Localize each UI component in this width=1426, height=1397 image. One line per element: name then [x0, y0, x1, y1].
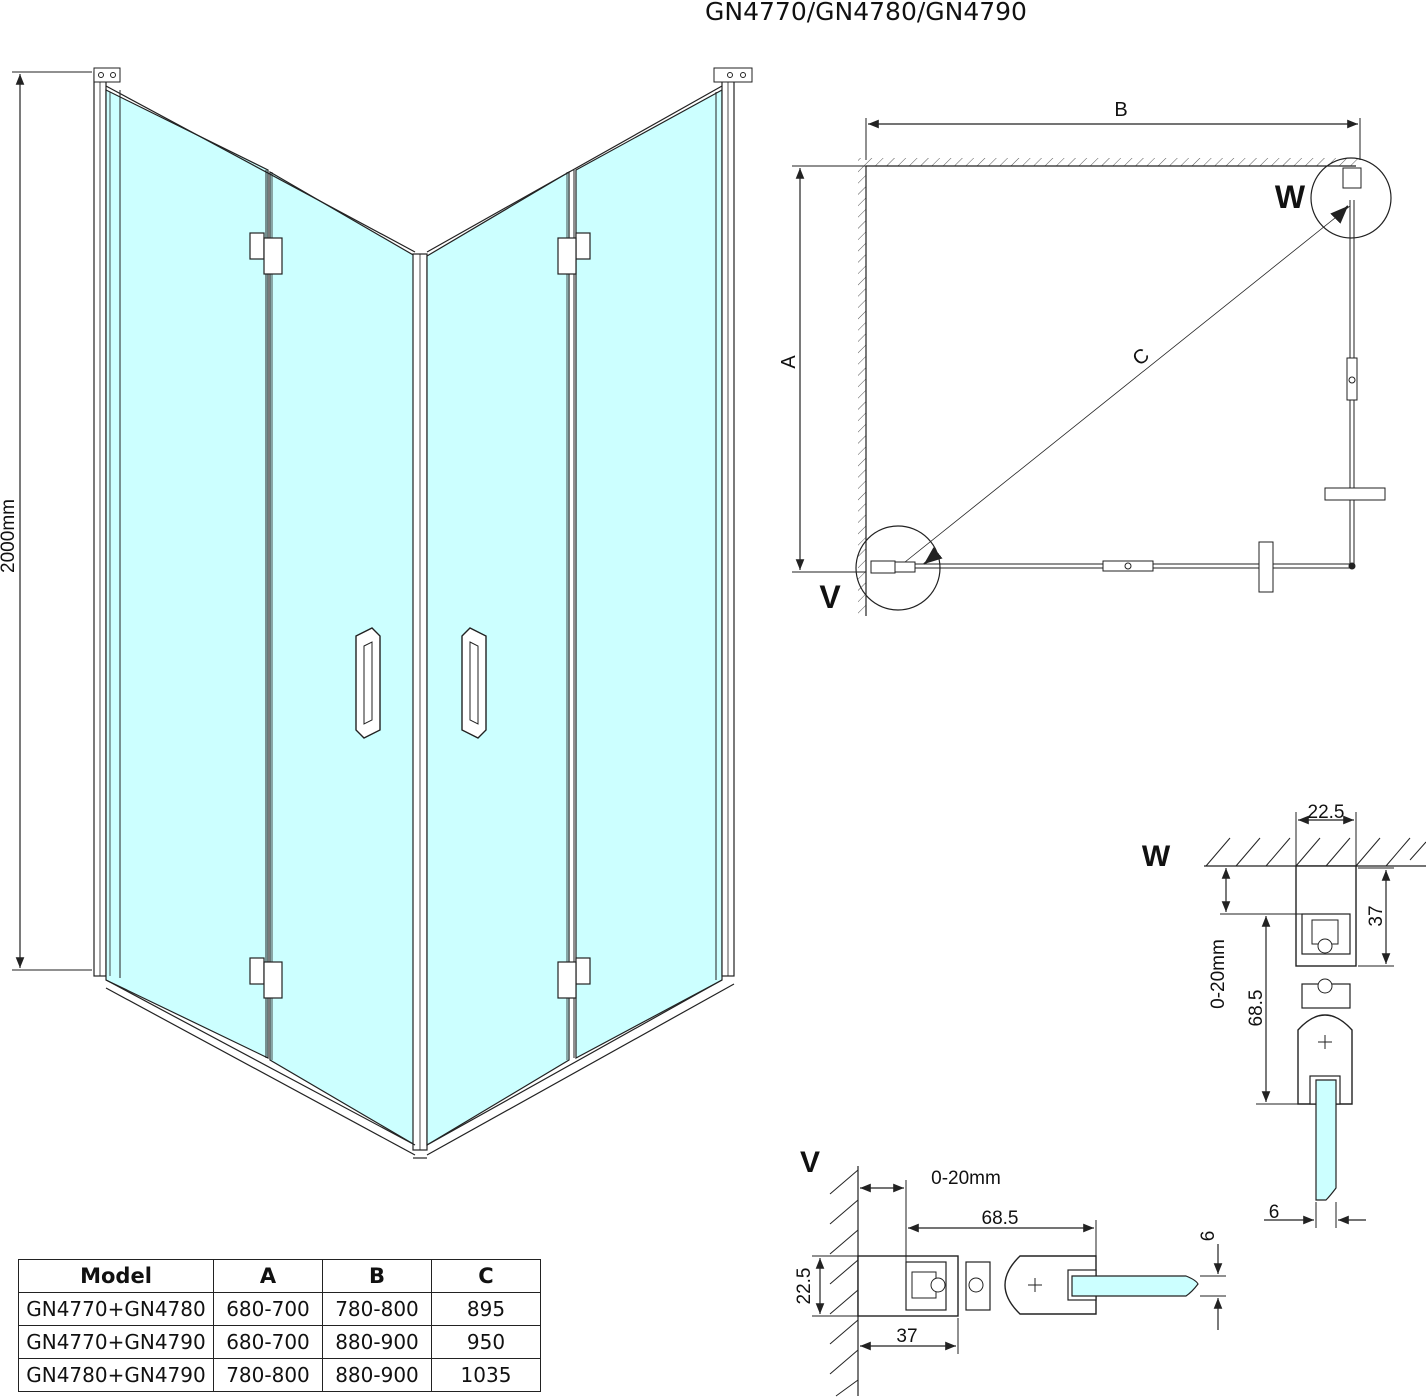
cell-model: GN4770+GN4790 — [18, 1325, 214, 1359]
cell-model: GN4780+GN4790 — [18, 1358, 214, 1392]
detail-v-label: V — [800, 1146, 820, 1179]
cell-c: 1035 — [431, 1358, 541, 1392]
detail-v: V 0-20mm 68 — [794, 1146, 1226, 1397]
detail-v-depth-dim: 37 — [896, 1326, 917, 1347]
header-b: B — [322, 1259, 432, 1293]
plan-dimension-b: B — [1114, 99, 1127, 121]
cell-a: 680-700 — [213, 1292, 323, 1326]
cell-b: 780-800 — [322, 1292, 432, 1326]
detail-w: W 22.5 37 — [1142, 802, 1426, 1228]
table-row: GN4770+GN4780 680-700 780-800 895 — [18, 1292, 541, 1326]
header-c: C — [431, 1259, 541, 1293]
detail-w-width-dim: 22.5 — [1308, 802, 1345, 823]
detail-v-length-dim: 68.5 — [982, 1208, 1019, 1229]
detail-w-glass-dim: 6 — [1269, 1202, 1280, 1223]
drawing-title: GN4770/GN4780/GN4790 — [705, 0, 1027, 26]
plan-view: B A C W V — [778, 99, 1392, 616]
cell-c: 895 — [431, 1292, 541, 1326]
elevation-view: 2000mm — [0, 67, 753, 1159]
table-row: GN4770+GN4790 680-700 880-900 950 — [18, 1325, 541, 1359]
header-model: Model — [18, 1259, 214, 1293]
detail-w-depth-dim: 37 — [1366, 905, 1387, 926]
table-row: GN4780+GN4790 780-800 880-900 1035 — [18, 1358, 541, 1392]
spec-table: Model A B C GN4770+GN4780 680-700 780-80… — [18, 1259, 541, 1392]
header-a: A — [213, 1259, 323, 1293]
cell-a: 780-800 — [213, 1358, 323, 1392]
cell-c: 950 — [431, 1325, 541, 1359]
plan-detail-w-label: W — [1275, 179, 1306, 215]
cell-a: 680-700 — [213, 1325, 323, 1359]
plan-dimension-a: A — [778, 355, 800, 369]
cell-b: 880-900 — [322, 1358, 432, 1392]
detail-v-adjust-dim: 0-20mm — [931, 1168, 1001, 1189]
cell-model: GN4770+GN4780 — [18, 1292, 214, 1326]
plan-detail-v-label: V — [819, 579, 841, 615]
detail-v-glass-dim: 6 — [1198, 1231, 1219, 1242]
detail-w-length-dim: 68.5 — [1246, 990, 1267, 1027]
detail-w-adjust-dim: 0-20mm — [1208, 939, 1229, 1009]
spec-table-header-row: Model A B C — [18, 1259, 541, 1293]
cell-b: 880-900 — [322, 1325, 432, 1359]
height-dimension-label: 2000mm — [0, 499, 19, 573]
detail-w-label: W — [1142, 840, 1171, 873]
detail-v-width-dim: 22.5 — [794, 1268, 815, 1305]
